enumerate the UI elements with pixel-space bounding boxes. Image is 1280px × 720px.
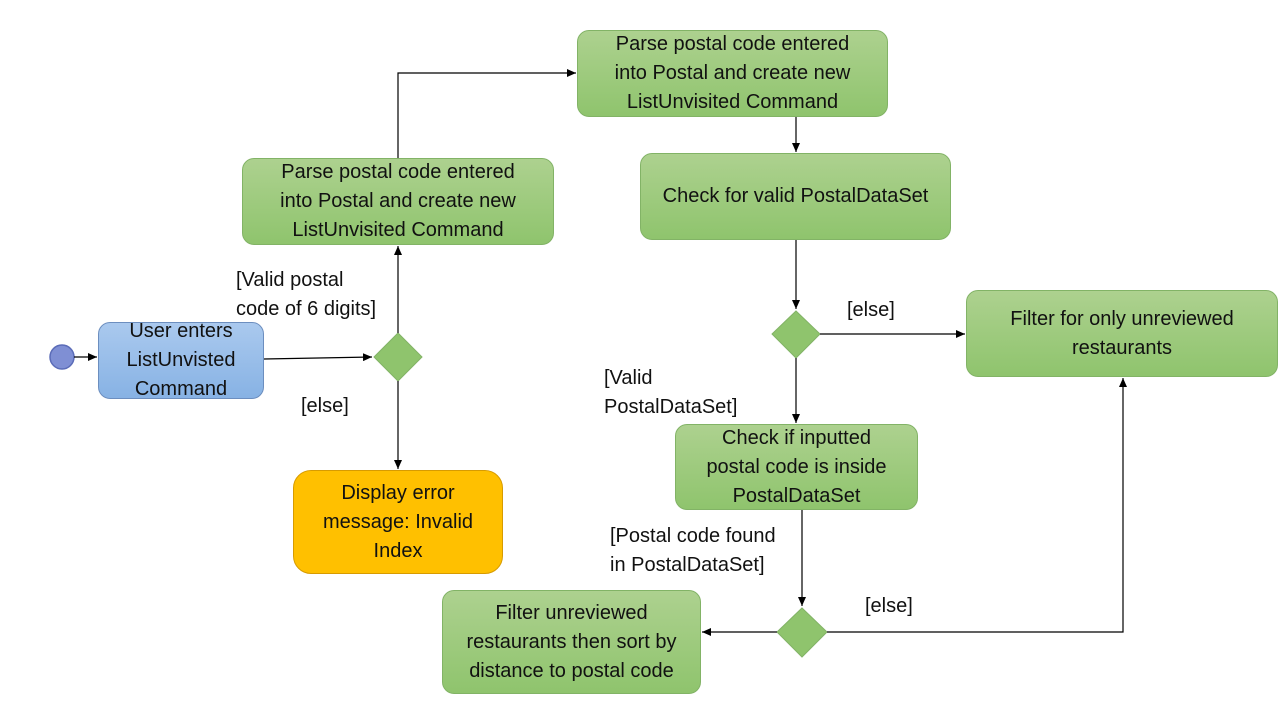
edge-start-to-decision: [263, 353, 373, 362]
guard-else-not-found: [else]: [865, 595, 913, 617]
filter-unreviewed-node: Filter for only unreviewed restaurants: [966, 290, 1278, 377]
edge-decision-else-to-filter-unreviewed: [827, 378, 1127, 633]
decision-dataset-valid: [771, 310, 821, 359]
guard-valid-postal: [Valid postal code of 6 digits]: [236, 269, 377, 320]
parse-postal-node-left: Parse postal code entered into Postal an…: [242, 158, 554, 245]
error-message-node: Display error message: Invalid Index: [293, 470, 503, 574]
filter-sort-node: Filter unreviewed restaurants then sort …: [442, 590, 701, 694]
guard-else-error: [else]: [301, 395, 349, 417]
decision-postal-valid: [373, 332, 423, 382]
parse-postal-node-top: Parse postal code entered into Postal an…: [577, 30, 888, 117]
start-action-node: User enters ListUnvisted Command: [98, 320, 264, 400]
check-inside-node: Check if inputted postal code is inside …: [675, 424, 918, 510]
guard-valid-dataset: [Valid PostalDataSet]: [604, 367, 738, 418]
check-dataset-node: Check for valid PostalDataSet: [640, 153, 951, 240]
guard-else-dataset: [else]: [847, 299, 895, 321]
initial-node: [49, 344, 75, 370]
decision-postal-found: [776, 607, 828, 658]
edge-parse-left-to-parse-top: [397, 69, 576, 158]
guard-postal-found: [Postal code found in PostalDataSet]: [610, 525, 776, 576]
